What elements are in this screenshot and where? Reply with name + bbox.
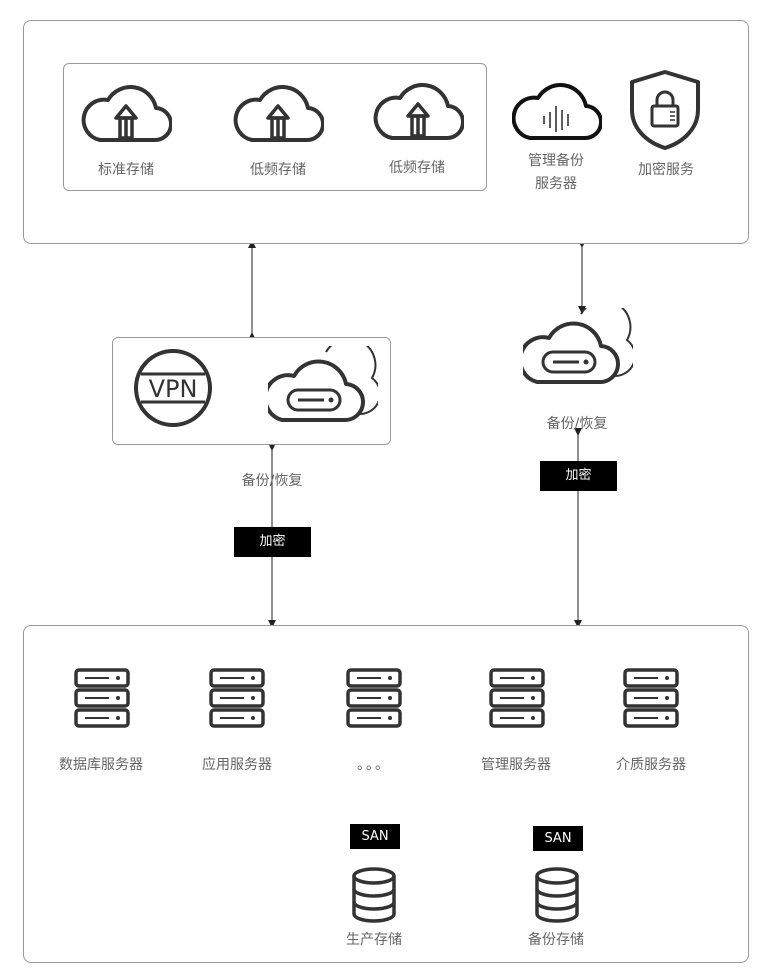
audio-cloud-icon <box>512 83 602 141</box>
storage-label-production: 生产存储 <box>346 932 402 948</box>
server-rack-icon <box>623 668 679 728</box>
gateway-encrypt-tag: 加密 <box>234 527 311 557</box>
server-rack-icon <box>209 668 265 728</box>
server-rack-icon <box>346 668 402 728</box>
direct-encrypt-tag: 加密 <box>540 461 617 491</box>
gateway-backup-restore-label: 备份/恢复 <box>241 473 303 489</box>
server-label-media: 介质服务器 <box>616 757 686 773</box>
database-icon <box>535 867 579 923</box>
cloud-upload-icon <box>233 85 324 143</box>
server-label-application: 应用服务器 <box>202 757 272 773</box>
server-label-management: 管理服务器 <box>481 757 551 773</box>
direct-backup-restore-label: 备份/恢复 <box>546 416 608 432</box>
storage-label-backup: 备份存储 <box>528 932 584 948</box>
storage-label-infrequent-2: 低频存储 <box>389 160 445 176</box>
san-tag-backup: SAN <box>533 826 583 851</box>
cloud-upload-icon <box>373 83 464 141</box>
storage-label-infrequent-1: 低频存储 <box>250 162 306 178</box>
backup-server-label-line2: 服务器 <box>535 176 577 192</box>
database-icon <box>352 867 396 923</box>
encryption-service-label: 加密服务 <box>638 162 694 178</box>
cloud-gateway-icon <box>268 346 378 423</box>
cloud-upload-icon <box>81 85 172 143</box>
server-label-ellipsis: 。。。 <box>357 757 391 773</box>
server-rack-icon <box>74 668 130 728</box>
storage-label-standard: 标准存储 <box>98 162 154 178</box>
san-tag-production: SAN <box>350 824 400 849</box>
vpn-text: VPN <box>149 375 198 403</box>
server-label-database: 数据库服务器 <box>59 757 143 773</box>
server-rack-icon <box>489 668 545 728</box>
cloud-gateway-icon <box>523 308 633 385</box>
shield-lock-icon <box>630 70 700 150</box>
vpn-icon: VPN <box>134 349 212 427</box>
backup-server-label-line1: 管理备份 <box>528 153 584 169</box>
